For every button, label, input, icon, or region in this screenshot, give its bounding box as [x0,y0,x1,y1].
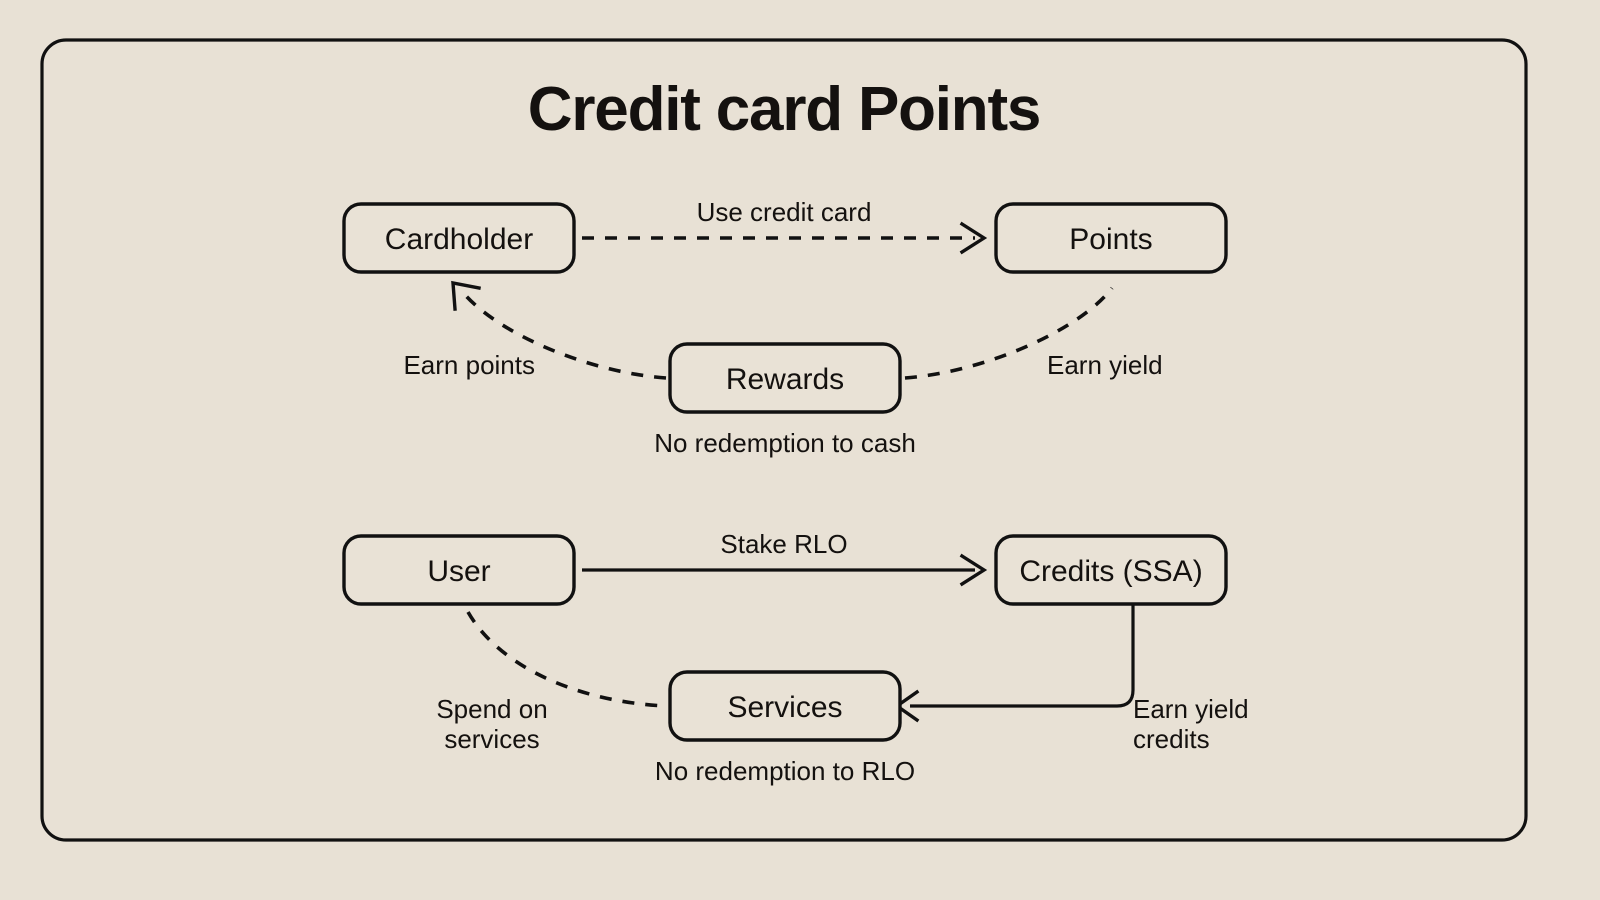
edge-label-stake-rlo: Stake RLO [720,529,847,559]
edge-label-earn-yield-credits-line2: credits [1133,724,1210,754]
edge-label-use-credit-card: Use credit card [697,197,872,227]
edge-earn-points-line [459,288,667,380]
edge-label-earn-yield-credits-line1: Earn yield [1133,694,1249,724]
node-credits-ssa-label: Credits (SSA) [1019,555,1202,588]
edge-earn-yield-line [904,286,1114,380]
edge-label-earn-yield: Earn yield [1047,350,1163,380]
node-user-box [342,534,576,606]
node-services-box [668,670,902,742]
node-rewards-label: Rewards [726,363,844,396]
edge-use-credit-card-arrowhead [959,221,988,255]
node-user[interactable]: User [342,534,576,606]
note-no-redemption-to-rlo: No redemption to RLO [655,756,915,786]
node-user-label: User [427,555,490,588]
node-rewards[interactable]: Rewards [668,342,902,414]
node-points[interactable]: Points [994,202,1228,274]
edge-label-spend-on-services-line1: Spend on [436,694,547,724]
node-points-label: Points [1069,223,1152,256]
node-services[interactable]: Services [668,670,902,742]
edge-earn-points-arrowhead [451,280,481,311]
page-title: Credit card Points [528,75,1040,144]
node-cardholder-box [342,202,576,274]
node-cardholder-label: Cardholder [385,223,533,256]
node-rewards-box [668,342,902,414]
node-credits-ssa[interactable]: Credits (SSA) [994,534,1228,606]
note-no-redemption-to-cash: No redemption to cash [654,428,916,458]
edge-earn-yield-credits-line [910,604,1135,708]
node-points-box [994,202,1228,274]
edge-label-earn-points: Earn points [403,350,535,380]
diagram-frame [40,38,1528,842]
edge-spend-on-services-line [466,611,667,708]
edge-stake-rlo-arrowhead [959,553,988,587]
edge-label-spend-on-services-line2: services [444,724,539,754]
node-cardholder[interactable]: Cardholder [342,202,576,274]
node-credits-ssa-box [994,534,1228,606]
node-services-label: Services [727,691,842,724]
